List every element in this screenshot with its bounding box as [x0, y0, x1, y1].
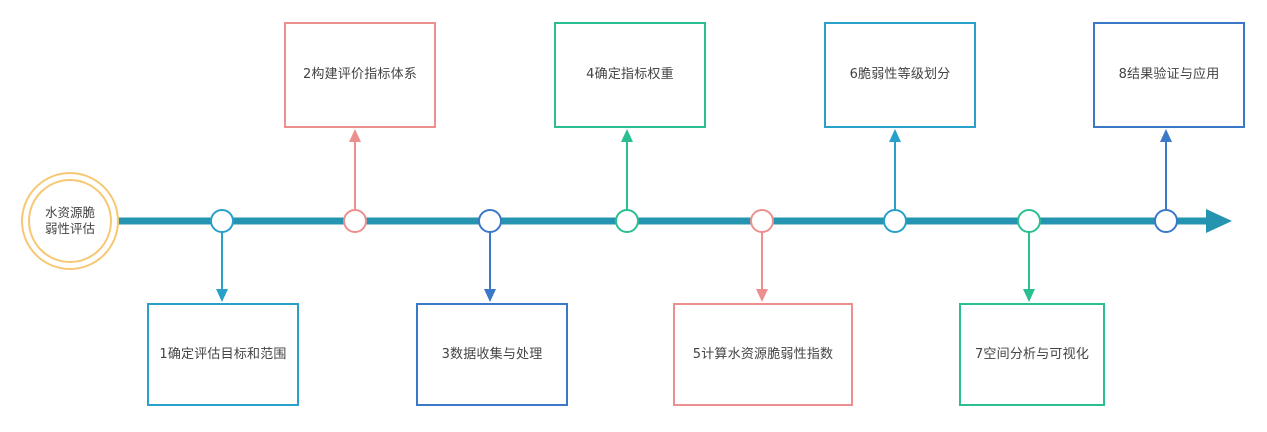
step-box-label-5: 5计算水资源脆弱性指数: [692, 346, 834, 362]
timeline-node-3[interactable]: [478, 209, 502, 233]
connector-arrowhead-4: [621, 129, 633, 142]
step-box-6[interactable]: 6脆弱性等级划分: [824, 22, 976, 128]
start-node-circle[interactable]: 水资源脆 弱性评估: [21, 172, 119, 270]
step-box-label-7: 7空间分析与可视化: [974, 346, 1090, 362]
start-node-label-line1: 水资源脆: [44, 204, 95, 220]
step-box-5[interactable]: 5计算水资源脆弱性指数: [673, 303, 853, 406]
step-box-8[interactable]: 8结果验证与应用: [1093, 22, 1245, 128]
step-box-label-6: 6脆弱性等级划分: [849, 67, 951, 83]
timeline-node-2[interactable]: [343, 209, 367, 233]
timeline-node-1[interactable]: [210, 209, 234, 233]
step-box-label-3: 3数据收集与处理: [441, 346, 543, 362]
timeline-node-8[interactable]: [1154, 209, 1178, 233]
step-box-3[interactable]: 3数据收集与处理: [416, 303, 568, 406]
timeline-node-4[interactable]: [615, 209, 639, 233]
connector-arrowhead-2: [349, 129, 361, 142]
connector-arrowhead-6: [889, 129, 901, 142]
start-node-label: 水资源脆 弱性评估: [39, 205, 101, 238]
connector-arrowhead-5: [756, 289, 768, 302]
timeline-node-5[interactable]: [750, 209, 774, 233]
timeline-node-6[interactable]: [883, 209, 907, 233]
timeline-node-layer: [210, 209, 1178, 233]
timeline-node-7[interactable]: [1017, 209, 1041, 233]
step-box-1[interactable]: 1确定评估目标和范围: [147, 303, 299, 406]
connector-arrowhead-3: [484, 289, 496, 302]
step-box-label-1: 1确定评估目标和范围: [159, 346, 287, 362]
timeline-arrowhead: [1206, 209, 1232, 233]
timeline-axis-layer: [115, 209, 1232, 233]
step-box-4[interactable]: 4确定指标权重: [554, 22, 706, 128]
step-box-label-2: 2构建评价指标体系: [302, 67, 418, 83]
step-box-2[interactable]: 2构建评价指标体系: [284, 22, 436, 128]
connector-arrowhead-1: [216, 289, 228, 302]
connector-arrowhead-7: [1023, 289, 1035, 302]
start-node-label-line2: 弱性评估: [44, 221, 95, 236]
connector-layer: [216, 129, 1172, 302]
connector-arrowhead-8: [1160, 129, 1172, 142]
step-box-label-4: 4确定指标权重: [586, 67, 674, 83]
step-box-7[interactable]: 7空间分析与可视化: [959, 303, 1105, 406]
step-box-label-8: 8结果验证与应用: [1118, 67, 1220, 83]
